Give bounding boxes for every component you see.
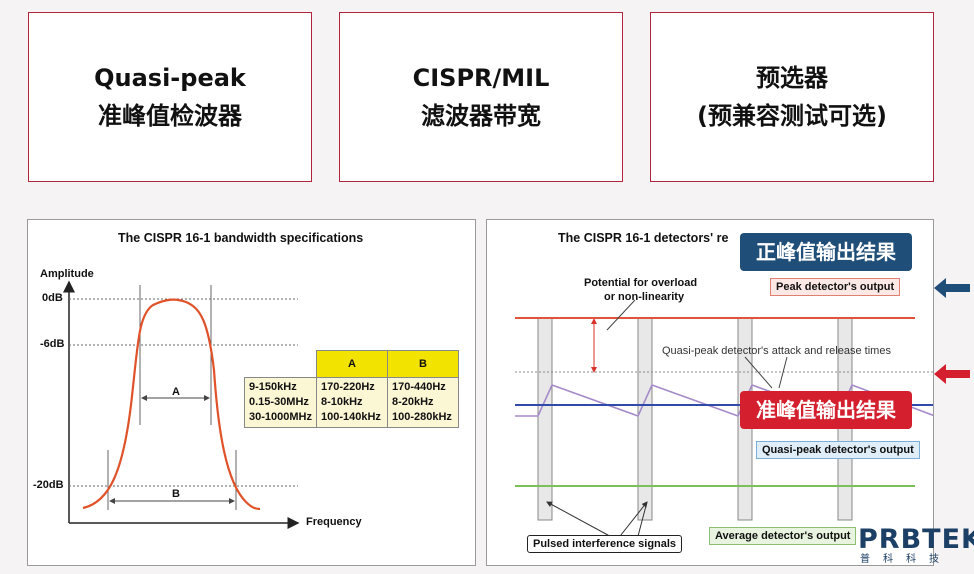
bandwidth-panel: The CISPR 16-1 bandwidth specifications … [27, 219, 476, 566]
col-b-cell: 8-20kHz [391, 396, 434, 408]
card-quasi-peak: Quasi-peak 准峰值检波器 [28, 12, 312, 182]
table-header-a: A [315, 350, 388, 378]
col-b-cell: 100-280kHz [391, 411, 452, 423]
table-ranges: 9-150kHz 0.15-30MHz 30-1000MHz [244, 377, 317, 428]
y-axis-label: Amplitude [40, 268, 94, 280]
qp-times-label: Quasi-peak detector's attack and release… [662, 345, 891, 357]
card-title: CISPR/MIL [412, 64, 550, 92]
range-cell: 0.15-30MHz [249, 396, 309, 408]
col-a-cell: 100-140kHz [320, 411, 381, 423]
col-b-cell: 170-440Hz [391, 381, 446, 393]
bandwidth-spec-table: A B 9-150kHz 0.15-30MHz 30-1000MHz 170-2… [244, 350, 459, 428]
red-arrow-icon [934, 364, 970, 384]
prbtek-logo: PRBTEK 普科科技 [858, 526, 974, 566]
x-axis-label: Frequency [306, 516, 362, 528]
card-subtitle: (预兼容测试可选) [697, 102, 887, 130]
qp-detector-label: Quasi-peak detector's output [756, 441, 920, 459]
range-cell: 30-1000MHz [249, 411, 312, 423]
bandwidth-diagram [63, 280, 300, 529]
peak-output-callout: 正峰值输出结果 [740, 233, 912, 271]
bandwidth-title: The CISPR 16-1 bandwidth specifications [118, 231, 364, 245]
overload-note-line1: Potential for overload [584, 277, 698, 289]
level-6db-label: -6dB [40, 338, 65, 350]
card-subtitle: 准峰值检波器 [98, 102, 242, 130]
qp-output-callout: 准峰值输出结果 [740, 391, 912, 429]
overload-note-line2: or non-linearity [604, 291, 685, 303]
card-subtitle: 滤波器带宽 [421, 102, 541, 130]
filter-curve [82, 298, 261, 511]
level-0db-label: 0dB [42, 292, 63, 304]
peak-detector-label: Peak detector's output [770, 278, 901, 296]
table-col-a: 170-220Hz 8-10kHz 100-140kHz [315, 377, 388, 428]
card-title: Quasi-peak [94, 64, 246, 92]
range-cell: 9-150kHz [249, 381, 297, 393]
bandwidth-b-label: B [172, 488, 180, 500]
logo-subtitle: 普科科技 [860, 554, 952, 565]
pulsed-signals-label: Pulsed interference signals [527, 535, 683, 553]
average-detector-label: Average detector's output [709, 527, 857, 545]
table-header-b: B [386, 350, 459, 378]
blue-arrow-icon [934, 278, 970, 298]
level-20db-label: -20dB [33, 479, 64, 491]
table-col-b: 170-440Hz 8-20kHz 100-280kHz [386, 377, 459, 428]
detectors-title: The CISPR 16-1 detectors' re [558, 231, 729, 245]
card-cispr-mil: CISPR/MIL 滤波器带宽 [339, 12, 623, 182]
logo-wordmark: PRBTEK [858, 524, 974, 555]
side-arrows [934, 278, 970, 384]
card-preselector: 预选器 (预兼容测试可选) [650, 12, 934, 182]
col-a-cell: 170-220Hz [320, 381, 375, 393]
bandwidth-a-label: A [172, 386, 180, 398]
card-title: 预选器 [756, 64, 828, 92]
col-a-cell: 8-10kHz [320, 396, 363, 408]
